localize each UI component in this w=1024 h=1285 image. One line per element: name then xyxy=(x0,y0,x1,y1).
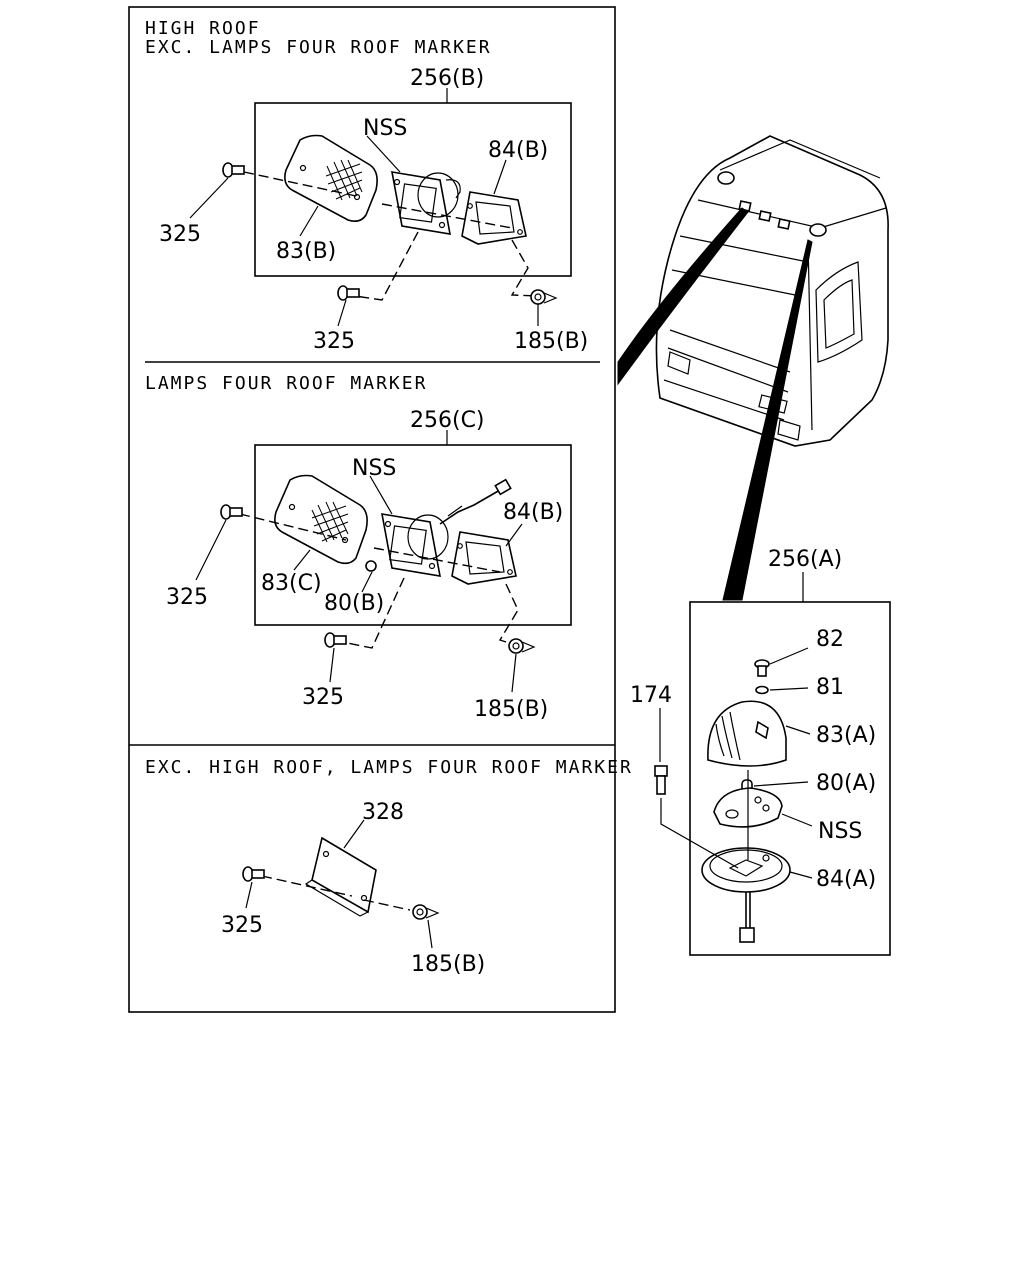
housing-part xyxy=(391,171,461,235)
section-title-line1: HIGH ROOF xyxy=(145,18,261,39)
callout-256c: 256(C) xyxy=(410,408,485,433)
plate-part xyxy=(304,836,377,917)
screw-icon xyxy=(754,659,770,677)
callout-185b: 185(B) xyxy=(474,697,548,722)
detail-256a: 256(A) 82 81 83(A) 80(A) xyxy=(630,547,891,956)
callout-325: 325 xyxy=(159,222,201,247)
callout-83c: 83(C) xyxy=(261,571,322,596)
callout-325: 325 xyxy=(166,585,208,610)
washer-icon xyxy=(755,685,769,695)
callout-84b: 84(B) xyxy=(503,500,563,525)
callout-82: 82 xyxy=(816,627,844,652)
assembly-box xyxy=(254,102,572,277)
callout-84a: 84(A) xyxy=(816,867,876,892)
callout-325: 325 xyxy=(221,913,263,938)
screw-icon xyxy=(337,285,360,301)
housing-part xyxy=(365,478,512,577)
base-plate-part xyxy=(701,847,791,893)
section-exc-high-roof: EXC. HIGH ROOF, LAMPS FOUR ROOF MARKER 3… xyxy=(145,757,633,977)
callout-nss: NSS xyxy=(363,116,407,141)
section-title: EXC. HIGH ROOF, LAMPS FOUR ROOF MARKER xyxy=(145,757,633,778)
lens-part xyxy=(284,134,378,222)
callout-328: 328 xyxy=(362,800,404,825)
callout-83a: 83(A) xyxy=(816,723,876,748)
callout-81: 81 xyxy=(816,675,844,700)
screw-icon xyxy=(324,632,347,648)
nut-icon xyxy=(412,904,440,920)
truck-cab-illustration xyxy=(617,135,889,601)
callout-80b: 80(B) xyxy=(324,591,384,616)
nut-icon xyxy=(508,638,536,654)
callout-185b: 185(B) xyxy=(514,329,588,354)
bolt-icon xyxy=(654,765,668,795)
screw-icon xyxy=(222,162,245,178)
screw-icon xyxy=(242,866,265,882)
section-title-line2: EXC. LAMPS FOUR ROOF MARKER xyxy=(145,37,492,58)
assembly-box xyxy=(254,444,572,626)
dome-lens-part xyxy=(707,700,787,767)
section-high-roof: HIGH ROOF EXC. LAMPS FOUR ROOF MARKER 25… xyxy=(145,18,588,354)
callout-174: 174 xyxy=(630,683,672,708)
callout-84b: 84(B) xyxy=(488,138,548,163)
section-lamps-four-roof-marker: LAMPS FOUR ROOF MARKER 256(C) xyxy=(145,373,572,722)
base-part xyxy=(461,191,527,245)
detail-box xyxy=(689,601,891,956)
nut-icon xyxy=(530,289,558,305)
callout-83b: 83(B) xyxy=(276,239,336,264)
callout-185b: 185(B) xyxy=(411,952,485,977)
section-title: LAMPS FOUR ROOF MARKER xyxy=(145,373,427,394)
callout-nss: NSS xyxy=(352,456,396,481)
callout-nss: NSS xyxy=(818,819,862,844)
callout-256b: 256(B) xyxy=(410,66,484,91)
callout-325: 325 xyxy=(313,329,355,354)
callout-80a: 80(A) xyxy=(816,771,876,796)
callout-325: 325 xyxy=(302,685,344,710)
base-part xyxy=(451,531,517,585)
lens-part xyxy=(274,474,368,565)
left-panel-frame xyxy=(128,6,616,1013)
callout-256a: 256(A) xyxy=(768,547,842,572)
screw-icon xyxy=(220,504,243,520)
